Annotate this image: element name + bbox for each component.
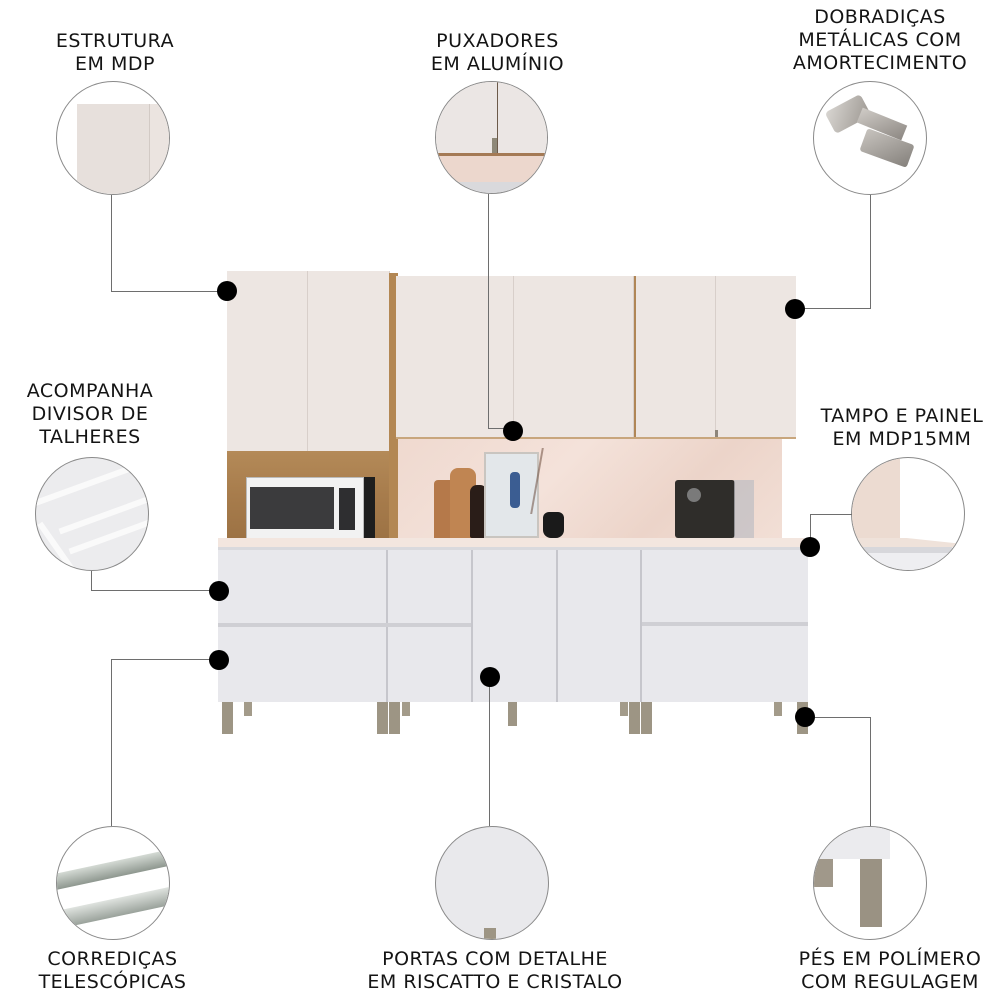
wood-trim (396, 437, 796, 439)
foot (629, 702, 640, 734)
callout-line (488, 194, 489, 428)
feature-image-portas (435, 826, 549, 940)
callout-dot[interactable] (209, 581, 229, 601)
drawer-gap (218, 623, 471, 627)
upper-door (716, 276, 796, 438)
handle-icon (715, 430, 718, 438)
feature-image-divisor (35, 457, 149, 571)
feature-label-tampo: TAMPO E PAINEL EM MDP15MM (820, 405, 984, 450)
foot (620, 702, 628, 716)
callout-dot[interactable] (480, 667, 500, 687)
feature-label-estrutura: ESTRUTURA EM MDP (55, 30, 175, 75)
callout-line (810, 717, 871, 718)
upper-door (308, 271, 390, 451)
upper-door (396, 276, 514, 438)
feature-label-portas: PORTAS COM DETALHE EM RISCATTO E CRISTAL… (367, 948, 623, 993)
door-gap (556, 550, 558, 702)
callout-line (91, 571, 92, 591)
door-gap (471, 550, 473, 702)
callout-dot[interactable] (800, 537, 820, 557)
foot (774, 702, 782, 716)
foot-icon (814, 859, 833, 887)
feature-image-estrutura (56, 81, 170, 195)
foot (244, 702, 252, 716)
foot (377, 702, 388, 734)
foot (641, 702, 652, 734)
feature-label-puxadores: PUXADORES EM ALUMÍNIO (430, 30, 565, 75)
callout-line (489, 686, 490, 826)
callout-line (111, 659, 112, 826)
feature-image-tampo (851, 457, 965, 571)
feature-image-pes (813, 826, 927, 940)
water-tank (734, 480, 754, 538)
foot (222, 702, 233, 734)
callout-line (111, 659, 211, 660)
espresso-machine (675, 480, 735, 538)
foot (508, 702, 517, 726)
callout-line (870, 717, 871, 826)
callout-dot[interactable] (785, 299, 805, 319)
vase (543, 512, 564, 538)
microwave-side (364, 477, 375, 539)
callout-line (111, 291, 219, 292)
upper-door (227, 271, 308, 451)
callout-line (810, 514, 852, 515)
framed-art (484, 452, 539, 538)
bottle (470, 485, 487, 538)
feature-label-divisor: ACOMPANHA DIVISOR DE TALHERES (26, 380, 154, 448)
callout-line (870, 195, 871, 308)
callout-line (810, 514, 811, 538)
foot (389, 702, 400, 734)
feature-image-dobradicas (813, 81, 927, 195)
door-gap (640, 550, 642, 702)
drawer-gap (642, 622, 808, 626)
callout-dot[interactable] (217, 281, 237, 301)
countertop (218, 538, 804, 550)
feature-image-puxadores (435, 81, 548, 194)
microwave (246, 477, 364, 539)
callout-dot[interactable] (209, 650, 229, 670)
feature-label-pes: PÉS EM POLÍMERO COM REGULAGEM (798, 948, 982, 993)
feature-label-corredicas: CORREDIÇAS TELESCÓPICAS (38, 948, 187, 993)
callout-line (111, 195, 112, 291)
callout-line (802, 308, 871, 309)
drawer-slide-icon (57, 847, 169, 891)
callout-dot[interactable] (795, 707, 815, 727)
foot (402, 702, 410, 716)
feature-image-corredicas (56, 826, 170, 940)
wood-edge (634, 276, 636, 438)
wood-side-panel (389, 273, 398, 540)
callout-line (488, 428, 504, 429)
upper-door (636, 276, 716, 438)
feature-label-dobradicas: DOBRADIÇAS METÁLICAS COM AMORTECIMENTO (792, 6, 968, 74)
upper-door (514, 276, 634, 438)
callout-line (91, 590, 211, 591)
callout-dot[interactable] (503, 421, 523, 441)
